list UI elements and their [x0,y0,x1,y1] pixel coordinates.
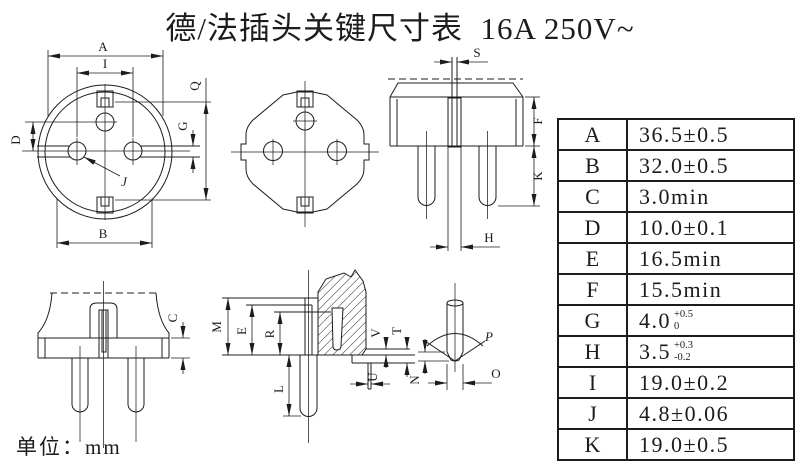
dim-value: 4.8±0.06 [639,400,730,426]
dim-label-b: B [99,226,108,241]
dim-label-h: H [484,230,493,245]
dim-label-v: V [368,328,383,338]
dim-value: 19.0±0.5 [639,431,730,457]
pin-tip-detail-drawing: P N O [407,283,501,390]
dim-letter: F [559,275,628,304]
dim-value: 36.5±0.5 [639,121,730,147]
table-row: E 16.5min [559,242,793,273]
unit-note: 单位：mm [16,435,122,459]
cross-section-drawing: M E R L V T U [209,269,415,443]
dim-label-n: N [407,375,422,385]
table-row: A 36.5±0.5 [559,120,793,149]
earth-slot [447,97,462,148]
table-row: B 32.0±0.5 [559,149,793,180]
dim-label-q: Q [187,81,202,91]
dim-letter: A [559,120,628,149]
dim-label-f: F [530,117,545,124]
dim-label-d: D [8,135,23,144]
front-view-drawing: A I Q G D B J [8,39,211,248]
dim-letter: H [559,337,628,366]
dim-letter: K [559,430,628,459]
dim-value: 32.0±0.5 [639,152,730,178]
dim-label-e: E [234,327,249,335]
dim-value: 10.0±0.1 [639,214,730,240]
dim-letter: C [559,182,628,211]
table-row: K 19.0±0.5 [559,428,793,459]
dim-value: 19.0±0.2 [639,369,730,395]
dim-label-l: L [271,385,286,393]
dim-letter: E [559,244,628,273]
dim-label-u: U [365,372,380,382]
dim-letter: G [559,306,628,335]
dim-value: 15.5min [639,276,723,302]
dim-label-o: O [491,366,500,381]
dim-label-i: I [103,56,107,71]
dimension-table: A 36.5±0.5 B 32.0±0.5 C 3.0min D 10.0±0.… [557,118,795,461]
dim-label-c: C [165,314,180,323]
table-row: C 3.0min [559,180,793,211]
face-outline-drawing [231,81,379,227]
dim-label-k: K [530,171,545,181]
dim-label-s: S [473,45,480,60]
table-row: H 3.5+0.3-0.2 [559,335,793,366]
table-row: J 4.8±0.06 [559,397,793,428]
dim-label-a: A [98,39,108,54]
page-title: 德/法插头关键尺寸表 16A 250V~ [165,11,635,46]
dim-letter: J [559,399,628,428]
dim-letter: D [559,213,628,242]
dim-label-j: J [121,174,128,189]
table-row: D 10.0±0.1 [559,211,793,242]
body-elevation-drawing: S F K H [388,45,545,251]
dim-label-g: G [175,121,190,130]
dim-label-m: M [209,321,224,333]
dim-value: 3.5+0.3-0.2 [639,338,694,364]
dim-label-t: T [389,327,404,335]
table-row: F 15.5min [559,273,793,304]
dim-label-p: P [484,329,493,344]
dim-letter: I [559,368,628,397]
dim-label-r: R [262,329,277,338]
dim-letter: B [559,151,628,180]
dim-value: 3.0min [639,183,710,209]
table-row: I 19.0±0.2 [559,366,793,397]
dim-value: 16.5min [639,245,723,271]
base-profile-drawing: C [37,281,190,448]
